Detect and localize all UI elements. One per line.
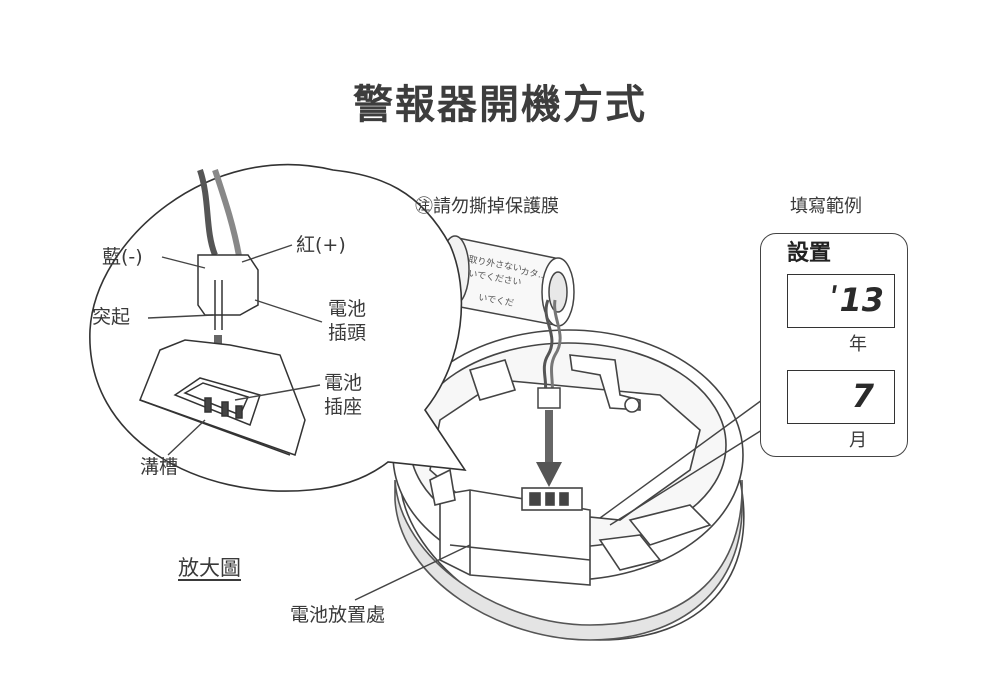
year-box: ʹ13 (787, 274, 895, 328)
card-heading: 設置 (787, 241, 832, 266)
battery-sticker-text: カタ.. (519, 266, 544, 281)
note-text: 請勿撕掉保護膜 (433, 196, 559, 217)
label-zoom-view: 放大圖 (178, 556, 241, 580)
label-battery-placement: 電池放置處 (290, 604, 386, 626)
note-mark-icon: ㊟ (415, 196, 433, 217)
note-keep-protective-film: ㊟請勿撕掉保護膜 (415, 196, 559, 219)
detector-body (392, 329, 745, 641)
year-unit: 年 (849, 334, 867, 355)
label-battery-socket-line2: 插座 (324, 395, 363, 418)
month-box: 7 (787, 370, 895, 424)
month-value: 7 (851, 377, 874, 415)
label-battery-plug: 電池 插頭 (328, 298, 366, 346)
label-battery-socket-line1: 電池 (324, 372, 363, 394)
label-fill-example: 填寫範例 (790, 196, 862, 217)
label-red-positive: 紅(+) (296, 234, 346, 256)
label-groove: 溝槽 (140, 456, 179, 478)
label-protrusion: 突起 (92, 306, 131, 328)
label-battery-plug-line2: 插頭 (328, 321, 367, 344)
page-title: 警報器開機方式 (353, 82, 647, 128)
label-blue-negative: 藍(-) (102, 246, 143, 268)
zoom-contents (139, 169, 306, 456)
month-unit: 月 (849, 430, 867, 451)
leader-lines (147, 244, 763, 601)
label-battery-socket: 電池 插座 (324, 372, 362, 420)
label-battery-plug-line1: 電池 (328, 298, 367, 320)
install-date-card: 設置 ʹ13 年 7 月 (760, 233, 908, 457)
year-value: ʹ13 (829, 281, 884, 319)
